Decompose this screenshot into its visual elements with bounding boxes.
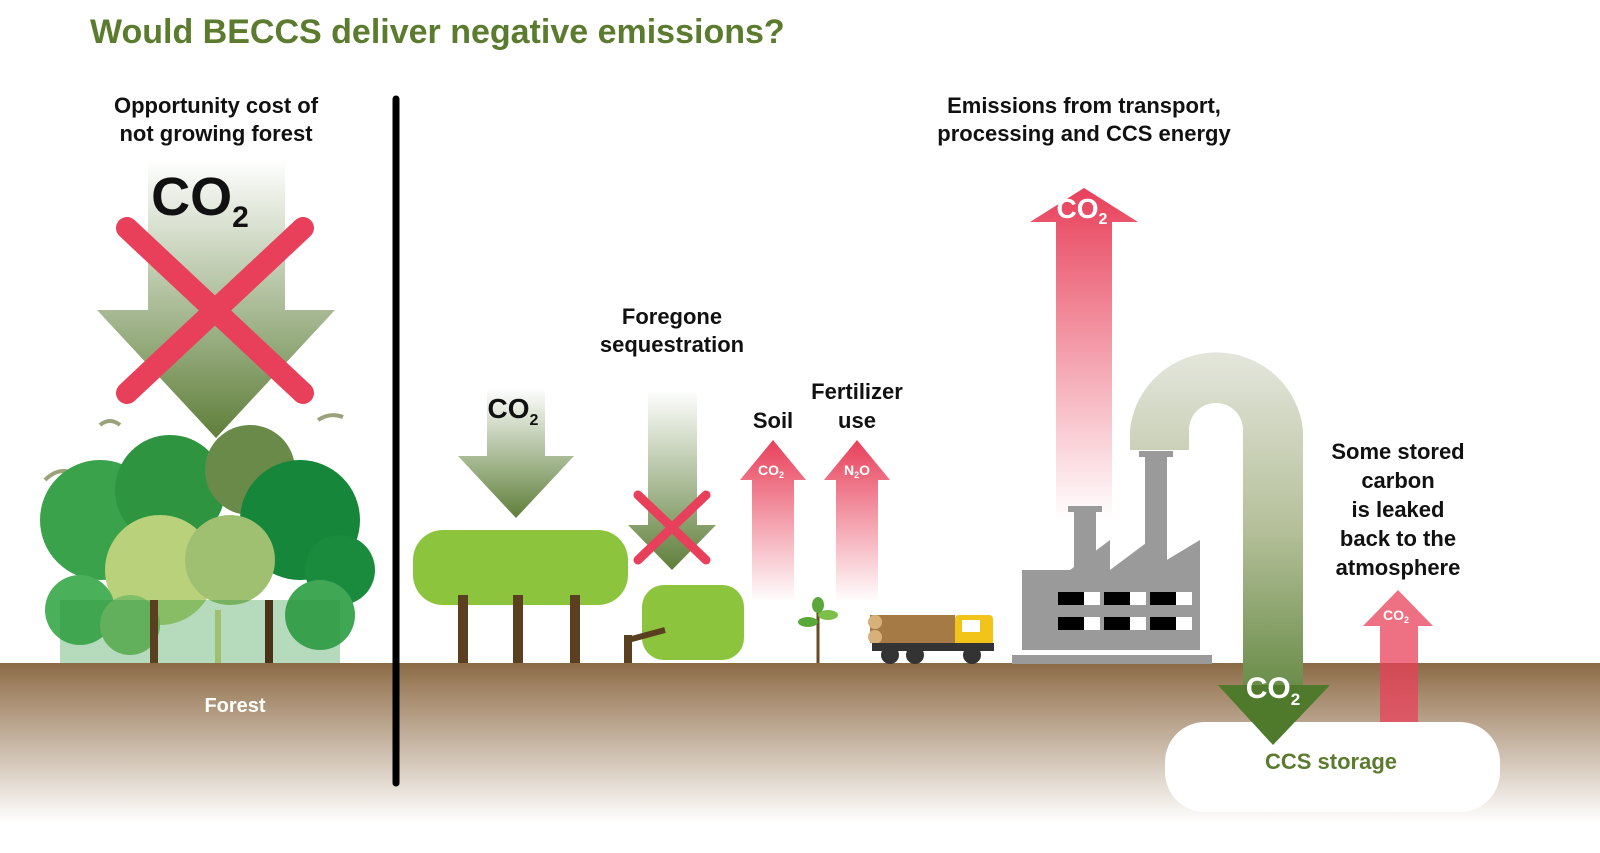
leak-co2-label: CO2 [1383,607,1409,625]
foregone-down-arrow [628,390,716,570]
leak-co2-up-arrow [1363,590,1433,722]
crop-co2-label: CO2 [488,393,539,429]
forest-co2-label: CO2 [151,167,249,234]
pipe-co2-label: CO2 [1246,672,1300,709]
sapling-icon [798,597,838,663]
emissions-co2-label: CO2 [1057,193,1108,228]
factory-icon [1012,451,1212,664]
emissions-co2-up-arrow [1030,188,1138,520]
leak-line: Some stored [1331,439,1464,464]
ccs-pipe-arrow [1130,352,1330,745]
leak-line: carbon [1361,468,1434,493]
leak-text: Some stored carbon is leaked back to the… [1331,439,1464,580]
cross-icon [116,217,314,404]
soil-label: Soil [753,408,793,433]
leak-line: is leaked [1352,497,1445,522]
leak-line: back to the [1340,526,1456,551]
forest-trees [40,413,375,663]
foregone-line1: Foregone [622,304,722,329]
ccs-storage-label: CCS storage [1265,749,1397,774]
small-cross-icon [633,490,711,565]
cut-bush [624,585,744,663]
fertilizer-n2o-label: N2O [844,462,870,480]
emissions-line1: Emissions from transport, [947,93,1221,118]
pipe-arrow-head [1218,685,1330,745]
soil-co2-up-arrow [740,440,806,602]
emissions-line2: processing and CCS energy [937,121,1231,146]
opportunity-heading-line2: not growing forest [119,121,313,146]
fertilizer-line1: Fertilizer [811,379,903,404]
leak-line: atmosphere [1336,555,1461,580]
page-title: Would BECCS deliver negative emissions? [90,13,785,51]
foregone-line2: sequestration [600,332,744,357]
fertilizer-line2: use [838,408,876,433]
crop-co2-down-arrow [458,388,574,518]
ccs-storage-reservoir [1165,722,1500,812]
fertilizer-n2o-up-arrow [824,440,890,602]
bioenergy-crop-hedge [413,530,628,663]
forest-label: Forest [204,695,265,717]
opportunity-heading-line1: Opportunity cost of [114,93,319,118]
soil-co2-label: CO2 [758,462,784,480]
log-truck-icon [868,615,994,664]
